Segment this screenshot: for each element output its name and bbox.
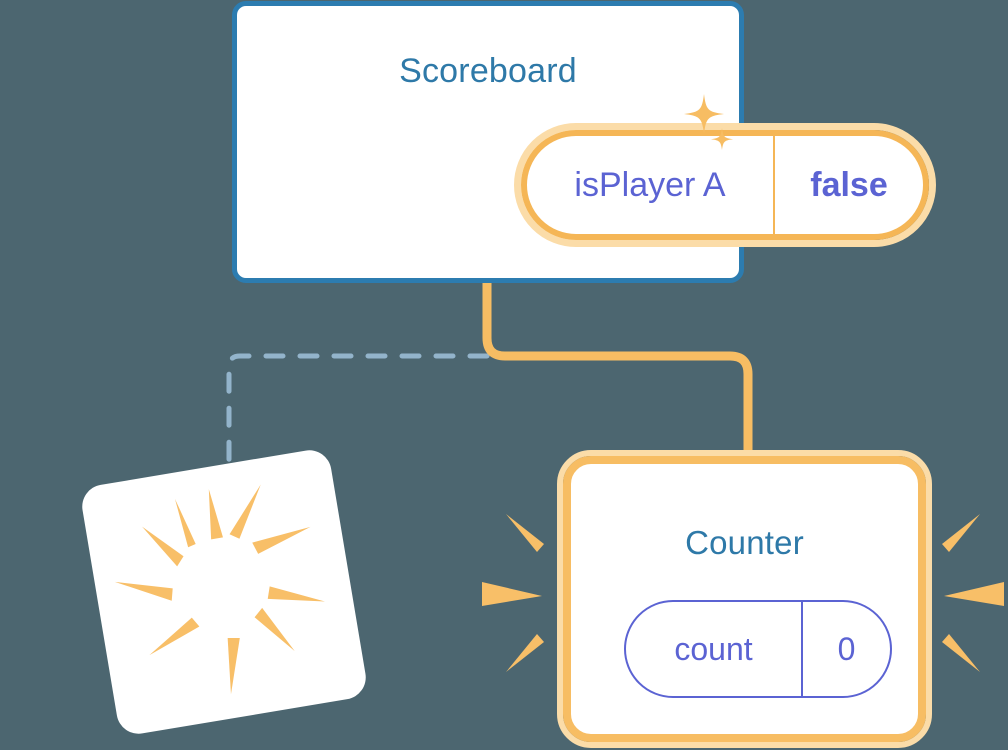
- scoreboard-title: Scoreboard: [399, 52, 577, 90]
- sparkle-group: [684, 94, 733, 150]
- scoreboard-property-pill[interactable]: isPlayer A false: [514, 123, 936, 247]
- burst-ray: [254, 607, 295, 652]
- burst-ray: [114, 581, 173, 601]
- node-blank[interactable]: [78, 446, 370, 738]
- burst-counter-right: [942, 514, 1004, 672]
- burst-ray: [174, 498, 196, 548]
- burst-ray: [267, 586, 325, 602]
- scoreboard-property-key: isPlayer A: [574, 165, 726, 204]
- burst-counter-left: [482, 514, 544, 672]
- counter-property-value: 0: [801, 602, 890, 696]
- burst-ray: [227, 638, 240, 695]
- burst-ray: [229, 484, 261, 539]
- counter-card-body: Counter count 0: [563, 456, 926, 742]
- burst-ray: [142, 526, 184, 567]
- burst-ray: [506, 634, 544, 672]
- burst-ray: [482, 582, 542, 606]
- node-scoreboard[interactable]: Scoreboard isPlayer A false: [232, 1, 936, 283]
- burst-ray: [942, 514, 980, 552]
- burst-blank: [114, 484, 325, 695]
- connector-scoreboard-to-blank: [226, 353, 490, 473]
- burst-ray: [208, 489, 223, 540]
- sparkle-large-icon: [684, 94, 724, 134]
- burst-ray: [944, 582, 1004, 606]
- pill-glow: [514, 123, 936, 247]
- counter-title: Counter: [685, 524, 804, 561]
- scoreboard-property-value: false: [773, 136, 923, 234]
- counter-property-pill[interactable]: count 0: [624, 600, 892, 698]
- node-counter[interactable]: Counter count 0: [557, 450, 932, 748]
- burst-ray: [506, 514, 544, 552]
- sparkle-small-icon: [711, 128, 733, 150]
- burst-ray: [942, 634, 980, 672]
- burst-ray: [149, 617, 200, 656]
- connector-scoreboard-to-counter: [482, 281, 753, 460]
- burst-ray: [252, 526, 311, 554]
- counter-property-key: count: [674, 630, 753, 667]
- pill-body: isPlayer A false: [521, 130, 929, 240]
- pill-body: count 0: [624, 600, 892, 698]
